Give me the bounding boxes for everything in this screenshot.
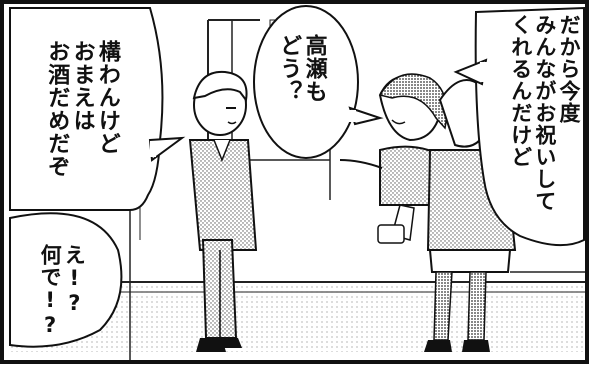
speech-left-top-line2: おまえは (69, 40, 95, 132)
speech-left-bottom-line2: 何で!? (38, 244, 63, 338)
speech-left-top: 構わんけど おまえは お酒だめだぞ (44, 40, 120, 210)
bubble-left-bottom (9, 212, 123, 348)
bubble-center (253, 5, 359, 159)
speech-left-top-line1: 構わんけど (94, 40, 120, 155)
speech-center: 高瀬も どう？ (276, 34, 327, 154)
speech-left-top-line3: お酒だめだぞ (44, 40, 70, 178)
speech-left-bottom-line1: え!? (62, 244, 87, 316)
speech-right-line2: みんながお祝いして (532, 14, 557, 212)
speech-right-line3: くれるんだけど (508, 14, 533, 168)
speech-right: だから今度 みんながお祝いして くれるんだけど (509, 14, 581, 254)
speech-center-line2: どう？ (276, 34, 302, 103)
bubble-right (474, 6, 585, 247)
speech-right-line1: だから今度 (557, 14, 581, 124)
bubble-left-top (9, 7, 164, 211)
speech-center-line1: 高瀬も (301, 34, 327, 103)
man-figure (188, 70, 258, 352)
speech-left-bottom: え!? 何で!? (38, 244, 86, 344)
